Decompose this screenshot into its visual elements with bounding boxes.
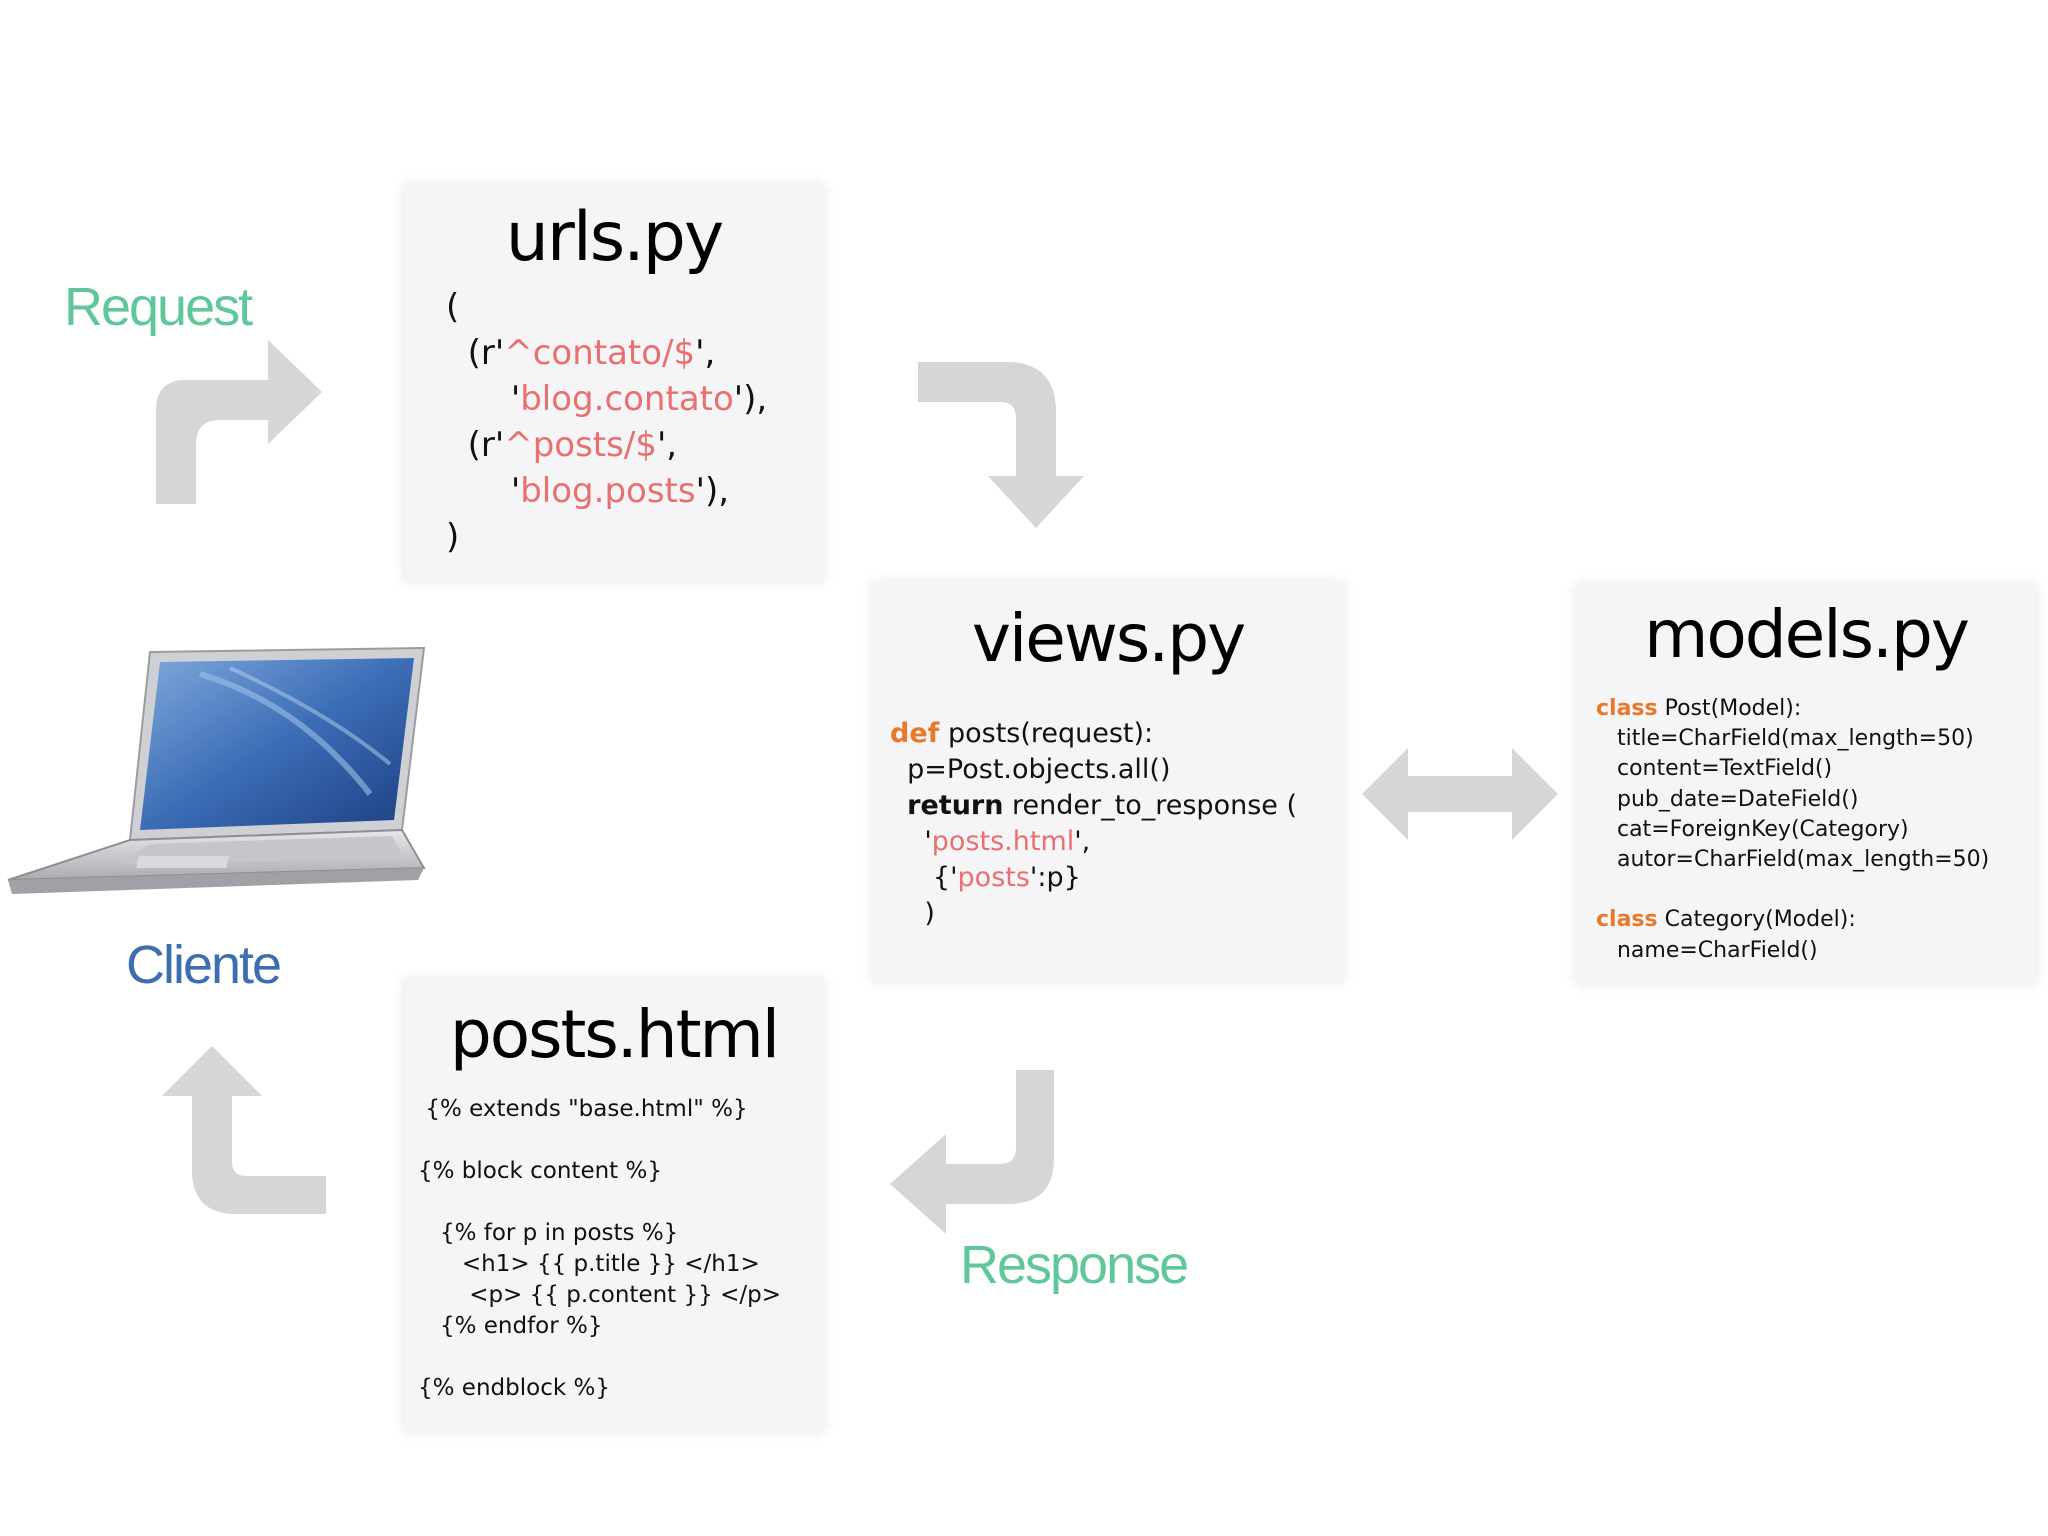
code-line: ) bbox=[446, 517, 460, 557]
urls-py-card: urls.py ( (r'^contato/$', 'blog.contato'… bbox=[404, 184, 824, 582]
curved-arrow-up-right-icon bbox=[156, 340, 322, 504]
code-line: {% extends "base.html" %} bbox=[425, 1096, 748, 1122]
code-line: content=TextField() bbox=[1616, 756, 1833, 782]
urls-py-code: ( (r'^contato/$', 'blog.contato'), (r'^p… bbox=[446, 284, 767, 560]
code-line: {% block content %} bbox=[418, 1158, 662, 1184]
posts-html-title: posts.html bbox=[449, 996, 780, 1073]
code-line: name=CharField() bbox=[1616, 937, 1818, 963]
views-py-title: views.py bbox=[971, 600, 1246, 677]
response-label: Response bbox=[960, 1235, 1189, 1295]
code-line: return render_to_response ( bbox=[907, 790, 1297, 821]
models-py-code: class Post(Model): title=CharField(max_l… bbox=[1596, 694, 1989, 966]
posts-html-card: posts.html {% extends "base.html" %} {% … bbox=[404, 978, 824, 1432]
posts-html-code: {% extends "base.html" %} {% block conte… bbox=[418, 1094, 781, 1404]
code-line: def posts(request): bbox=[890, 718, 1154, 749]
code-line: {% for p in posts %} bbox=[439, 1220, 679, 1246]
code-line: (r'^posts/$', bbox=[467, 425, 678, 465]
code-line: class Category(Model): bbox=[1596, 907, 1856, 933]
double-headed-arrow-icon bbox=[1362, 748, 1558, 840]
code-line: <p> {{ p.content }} </p> bbox=[469, 1282, 781, 1308]
code-line: 'blog.posts'), bbox=[510, 471, 730, 511]
code-line: {'posts':p} bbox=[932, 862, 1081, 893]
code-line: {% endfor %} bbox=[439, 1313, 603, 1339]
cliente-label: Cliente bbox=[126, 935, 282, 995]
code-line: (r'^contato/$', bbox=[467, 333, 716, 373]
code-line: title=CharField(max_length=50) bbox=[1616, 726, 1974, 752]
models-py-title: models.py bbox=[1644, 596, 1970, 673]
curved-arrow-right-down-icon bbox=[918, 362, 1084, 528]
views-py-code: def posts(request): p=Post.objects.all()… bbox=[890, 716, 1297, 932]
code-line: 'blog.contato'), bbox=[510, 379, 768, 419]
code-line: autor=CharField(max_length=50) bbox=[1616, 847, 1990, 873]
views-py-card: views.py def posts(request): p=Post.obje… bbox=[872, 582, 1344, 982]
request-label: Request bbox=[64, 277, 253, 337]
code-line: cat=ForeignKey(Category) bbox=[1616, 816, 1909, 842]
code-line: pub_date=DateField() bbox=[1616, 786, 1859, 812]
code-line: class Post(Model): bbox=[1596, 696, 1802, 721]
code-line: {% endblock %} bbox=[418, 1375, 610, 1401]
curved-arrow-down-left-icon bbox=[890, 1070, 1054, 1234]
models-py-card: models.py class Post(Model): title=CharF… bbox=[1576, 584, 2036, 984]
code-line: ( bbox=[446, 287, 460, 327]
code-line: <h1> {{ p.title }} </h1> bbox=[461, 1251, 760, 1277]
code-line: 'posts.html', bbox=[924, 826, 1091, 857]
code-line: ) bbox=[924, 898, 935, 929]
urls-py-title: urls.py bbox=[505, 198, 724, 277]
code-line: p=Post.objects.all() bbox=[907, 754, 1171, 785]
laptop-icon bbox=[7, 646, 426, 894]
curved-arrow-up-left-icon bbox=[162, 1046, 326, 1214]
